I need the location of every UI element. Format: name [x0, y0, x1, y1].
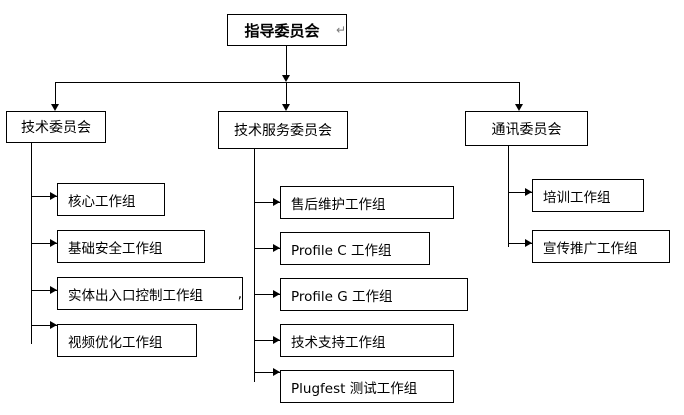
connector-root-stem	[286, 46, 287, 76]
node-workgroup-profile-g-label: Profile G 工作组	[291, 288, 393, 305]
node-workgroup-technical-support[interactable]: 技术支持工作组	[280, 324, 454, 357]
node-committee-communications-label: 通讯委员会	[491, 121, 562, 138]
connector-branch-service-3	[254, 294, 280, 295]
arrowhead-technical-child-2	[50, 239, 57, 247]
node-committee-communications[interactable]: 通讯委员会	[465, 111, 588, 146]
arrowhead-technical-child-4	[50, 321, 57, 329]
arrowhead-service-child-3	[273, 290, 280, 298]
arrowhead-technical-child-3	[50, 286, 57, 294]
node-root-steering-committee[interactable]: 指导委员会 ↵	[227, 14, 347, 46]
node-workgroup-training-label: 培训工作组	[543, 189, 611, 206]
connector-drop-technical-service	[286, 82, 287, 106]
connector-branch-service-5	[254, 372, 280, 373]
trailing-mark-icon: ,	[237, 285, 242, 302]
node-workgroup-basic-security[interactable]: 基础安全工作组	[57, 230, 205, 263]
node-workgroup-core-label: 核心工作组	[68, 193, 136, 210]
connector-branch-technical-3	[31, 290, 57, 291]
connector-branch-service-2	[254, 248, 280, 249]
node-workgroup-physical-access-control[interactable]: 实体出入口控制工作组 ,	[57, 277, 243, 310]
node-workgroup-after-sales-maintenance[interactable]: 售后维护工作组	[280, 186, 454, 219]
node-workgroup-profile-c-label: Profile C 工作组	[291, 242, 392, 259]
node-workgroup-basic-security-label: 基础安全工作组	[68, 240, 163, 257]
arrowhead-service-child-4	[273, 336, 280, 344]
node-workgroup-video-optimization-label: 视频优化工作组	[68, 334, 163, 351]
connector-drop-technical	[55, 82, 56, 106]
arrowhead-service-child-2	[273, 244, 280, 252]
node-workgroup-plugfest-testing[interactable]: Plugfest 测试工作组	[280, 370, 454, 403]
connector-spine-communications	[508, 146, 509, 247]
node-workgroup-publicity-promotion[interactable]: 宣传推广工作组	[532, 230, 670, 263]
node-workgroup-after-sales-maintenance-label: 售后维护工作组	[291, 196, 386, 213]
connector-branch-technical-4	[31, 325, 57, 326]
node-workgroup-video-optimization[interactable]: 视频优化工作组	[57, 324, 197, 357]
node-workgroup-training[interactable]: 培训工作组	[532, 179, 644, 212]
node-committee-technical[interactable]: 技术委员会	[6, 111, 106, 143]
node-workgroup-profile-g[interactable]: Profile G 工作组	[280, 278, 468, 311]
node-workgroup-core[interactable]: 核心工作组	[57, 183, 165, 216]
node-workgroup-profile-c[interactable]: Profile C 工作组	[280, 232, 430, 265]
node-root-label: 指导委员会	[244, 21, 320, 40]
pilcrow-symbol: ↵	[335, 23, 346, 37]
arrowhead-technical-child-1	[50, 192, 57, 200]
arrowhead-communications	[515, 104, 523, 111]
node-workgroup-physical-access-control-label: 实体出入口控制工作组	[68, 287, 203, 304]
connector-branch-comms-1	[508, 192, 532, 193]
node-committee-technical-service-label: 技术服务委员会	[234, 123, 332, 139]
connector-branch-comms-2	[508, 243, 532, 244]
arrowhead-technical-service	[282, 104, 290, 111]
connector-branch-service-1	[254, 202, 280, 203]
arrowhead-comms-child-1	[525, 188, 532, 196]
node-committee-technical-service[interactable]: 技术服务委员会	[218, 111, 348, 149]
connector-branch-technical-2	[31, 243, 57, 244]
node-committee-technical-label: 技术委员会	[21, 120, 91, 136]
connector-distribution-bar	[55, 82, 519, 83]
connector-branch-service-4	[254, 340, 280, 341]
connector-spine-technical-service	[254, 149, 255, 382]
node-workgroup-plugfest-testing-label: Plugfest 测试工作组	[291, 380, 418, 397]
arrowhead-technical	[51, 104, 59, 111]
node-workgroup-technical-support-label: 技术支持工作组	[291, 334, 386, 351]
connector-drop-communications	[519, 82, 520, 106]
arrowhead-root-stem	[282, 75, 290, 82]
arrowhead-comms-child-2	[525, 239, 532, 247]
arrowhead-service-child-5	[273, 368, 280, 376]
arrowhead-service-child-1	[273, 198, 280, 206]
connector-branch-technical-1	[31, 196, 57, 197]
node-workgroup-publicity-promotion-label: 宣传推广工作组	[543, 240, 638, 257]
